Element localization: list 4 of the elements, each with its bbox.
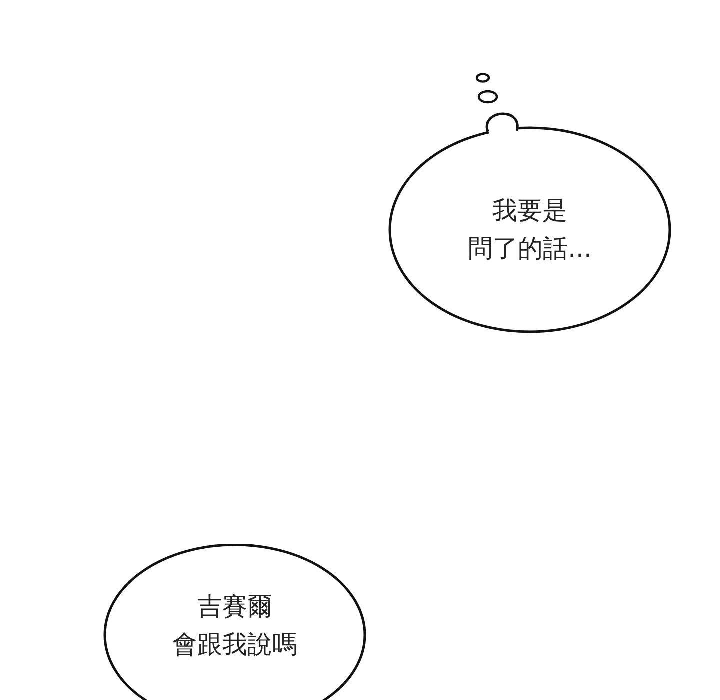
thought-bubble [388,110,672,334]
bubble-text: 吉賽爾會跟我說嗎 [172,591,298,661]
speech-bubble [103,544,367,700]
bubble-text: 我要是問了的話... [467,195,593,265]
